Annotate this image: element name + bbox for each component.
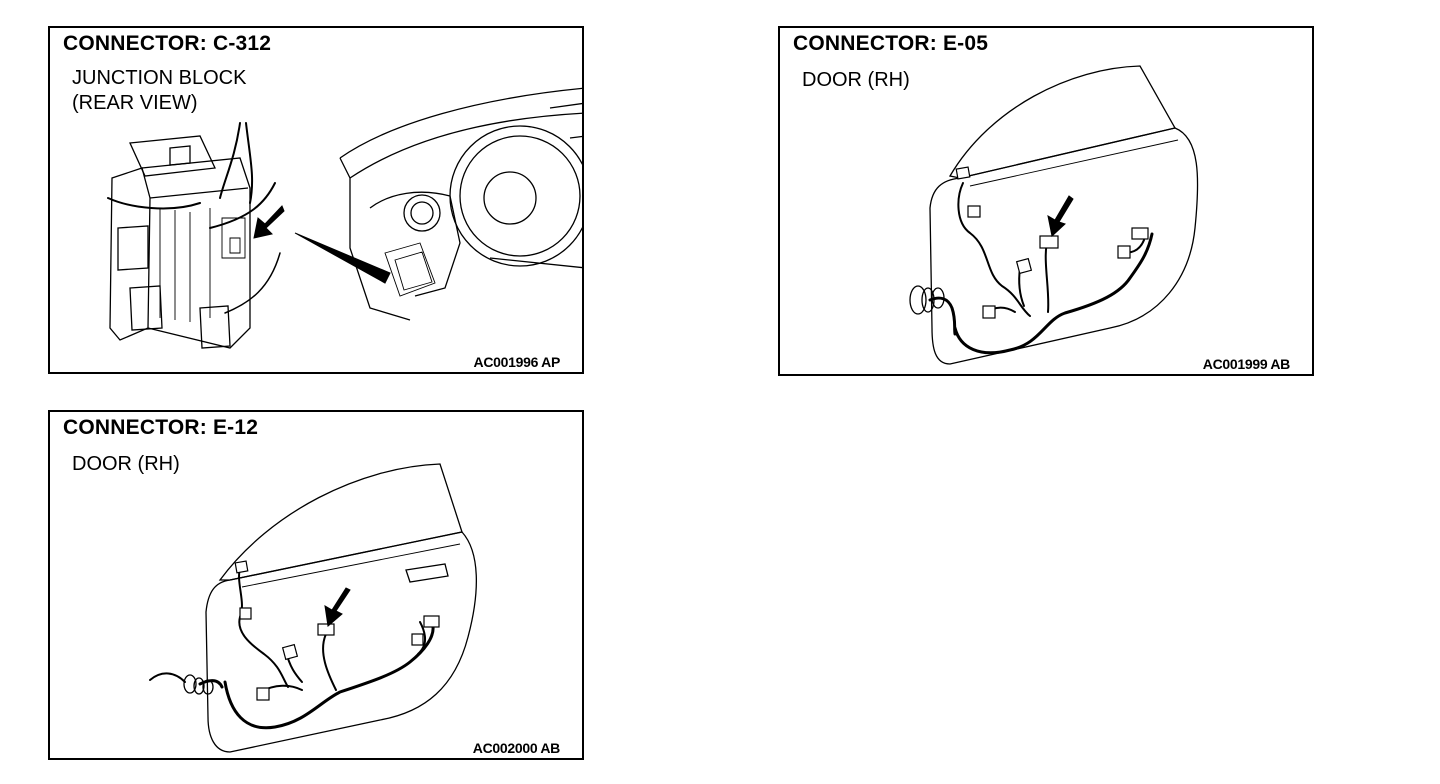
connector-e12-panel: CONNECTOR: E-12 DOOR (RH) AC002000 AB [48,410,584,760]
figure-code: AC001999 AB [1202,356,1291,372]
location-label: DOOR (RH) [802,69,910,91]
view-pointer [294,232,391,284]
door-illustration [909,65,1199,365]
door-outline [929,65,1199,365]
view-label: (REAR VIEW) [72,92,198,114]
connector-title: CONNECTOR: C-312 [63,32,272,55]
connector-title: CONNECTOR: E-05 [793,32,989,55]
location-label: JUNCTION BLOCK [72,67,247,89]
connector-pointer-arrow [253,205,285,239]
connector-e05-panel: CONNECTOR: E-05 DOOR (RH) AC001999 AB [778,26,1314,376]
door-illustration [149,463,478,753]
connector-pointer-arrow [324,587,351,627]
door-outline [205,463,478,753]
junction-block-drawing [107,122,281,349]
connector-blocks [955,166,1149,319]
connector-c312-panel: CONNECTOR: C-312 JUNCTION BLOCK (REAR VI… [48,26,584,374]
figure-code: AC002000 AB [472,740,561,756]
dashboard-drawing [339,87,582,321]
connector-title: CONNECTOR: E-12 [63,416,259,439]
harness-grommet [183,674,214,695]
junction-block-illustration [107,87,582,349]
door-wire-harness [928,182,1154,355]
figure-code: AC001996 AP [473,354,561,370]
target-connector [1039,235,1059,249]
connector-pointer-arrow [1047,195,1074,237]
location-label: DOOR (RH) [72,453,180,475]
target-connector [317,623,335,636]
door-wire-harness [149,566,435,730]
connector-blocks [234,560,440,701]
harness-grommet [909,285,945,315]
